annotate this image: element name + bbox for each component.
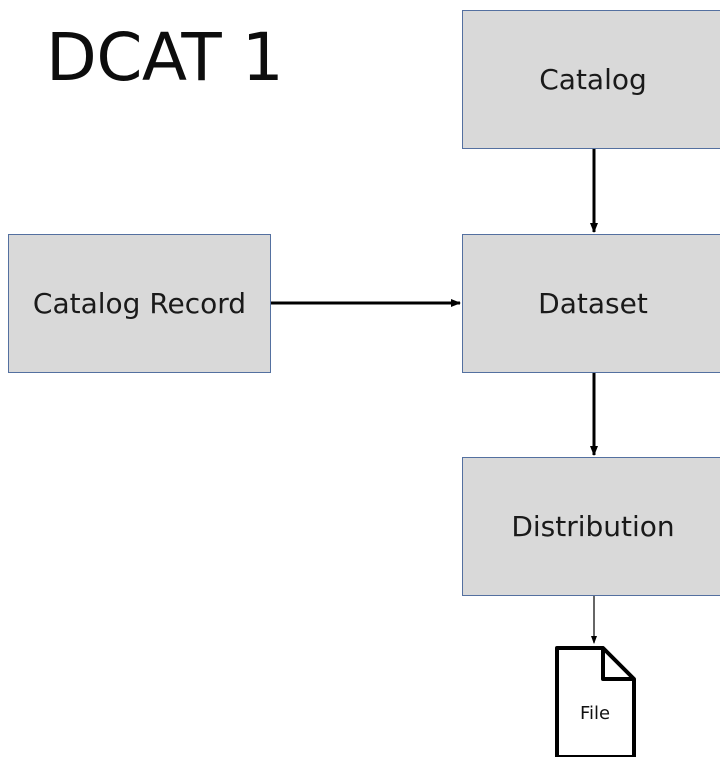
catalog-node: Catalog <box>462 10 720 149</box>
dataset-node-label: Dataset <box>538 287 648 320</box>
catalog-record-node: Catalog Record <box>8 234 271 373</box>
distribution-node: Distribution <box>462 457 720 596</box>
diagram-title: DCAT 1 <box>46 19 284 96</box>
dataset-node: Dataset <box>462 234 720 373</box>
file-label: File <box>579 703 611 724</box>
catalog-record-node-label: Catalog Record <box>32 287 247 320</box>
distribution-node-label: Distribution <box>511 510 675 543</box>
file-icon <box>555 646 636 757</box>
catalog-node-label: Catalog <box>539 63 647 96</box>
